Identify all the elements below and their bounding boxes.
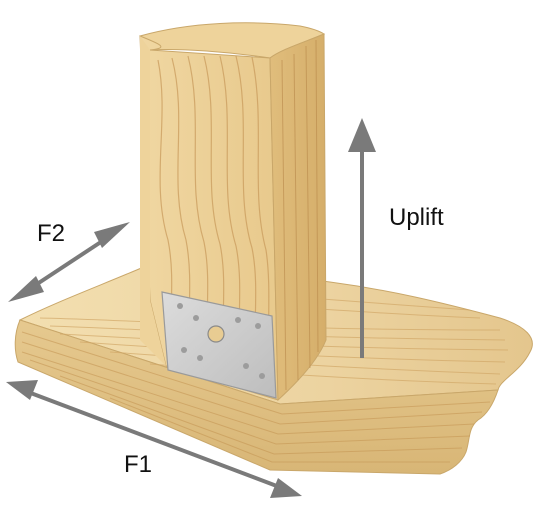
f2-label: F2 bbox=[37, 220, 66, 247]
connector-plate bbox=[161, 291, 277, 399]
post-side-face bbox=[269, 33, 327, 402]
f1-label: F1 bbox=[124, 451, 153, 478]
post-side-grain bbox=[281, 39, 319, 391]
plate-center-hole bbox=[207, 325, 225, 343]
uplift-arrow bbox=[348, 118, 376, 358]
plate-nail-holes bbox=[177, 303, 265, 379]
f2-arrow bbox=[8, 222, 130, 302]
vertical-post bbox=[139, 22, 327, 402]
plate-body bbox=[161, 291, 277, 399]
beam-front-grain bbox=[21, 331, 491, 463]
f1-arrow bbox=[6, 380, 302, 498]
uplift-label: Uplift bbox=[389, 204, 444, 231]
beam-front-face bbox=[14, 319, 499, 475]
